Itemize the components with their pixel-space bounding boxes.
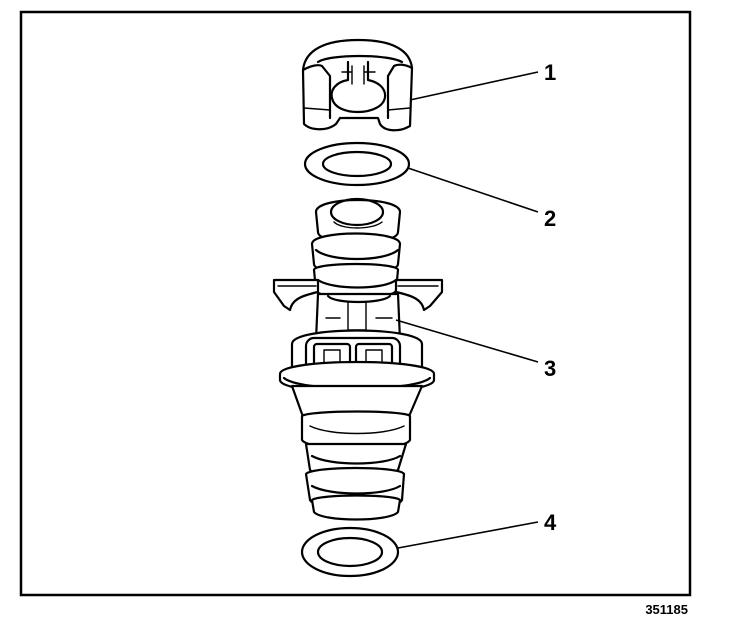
lower-o-ring-illustration	[300, 526, 400, 578]
leader-line-4	[397, 521, 539, 549]
fuel-injector-illustration	[272, 197, 444, 521]
retainer-clip-illustration	[301, 38, 414, 132]
leader-line-1	[409, 71, 539, 101]
callout-4: 4	[544, 510, 557, 535]
leader-line-2	[407, 167, 539, 213]
leader-line-3	[395, 319, 539, 363]
callout-2: 2	[544, 206, 556, 231]
figure-id-label: 351185	[645, 602, 688, 617]
callout-1: 1	[544, 60, 556, 85]
callout-3: 3	[544, 356, 556, 381]
upper-o-ring-illustration	[303, 141, 411, 187]
